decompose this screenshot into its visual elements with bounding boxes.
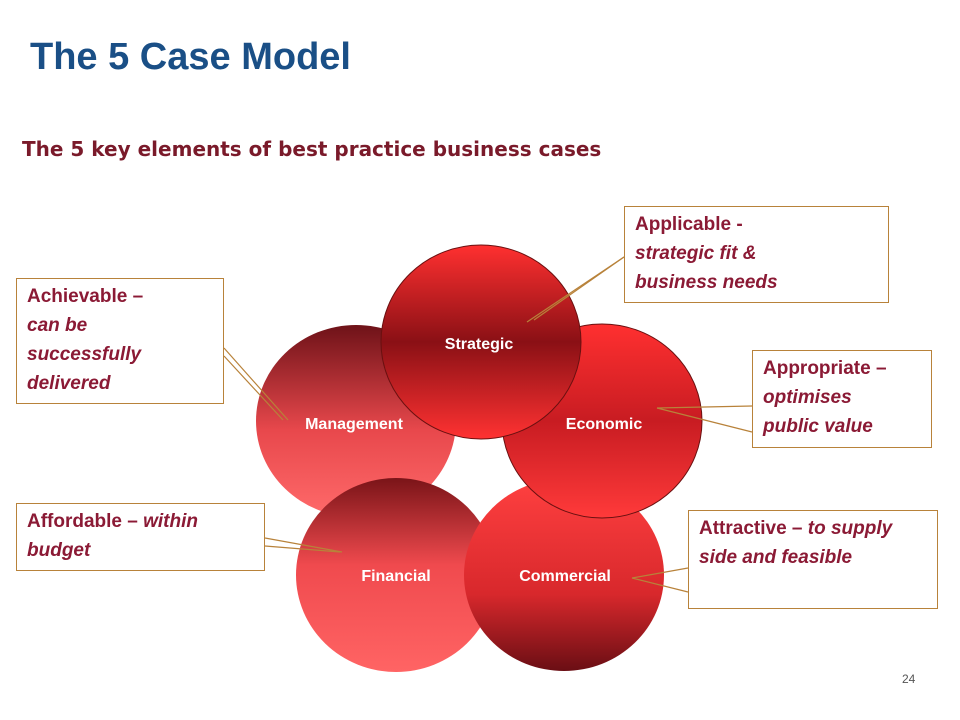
attractive-callout: Attractive – to supply side and feasible [688, 510, 938, 609]
page-number: 24 [902, 672, 916, 686]
attractive-connector-2 [631, 577, 689, 593]
appropriate-head: Appropriate – [763, 358, 887, 379]
applicable-callout: Applicable - strategic fit & business ne… [624, 206, 889, 303]
affordable-connector [264, 537, 343, 553]
strategic-circle [380, 244, 582, 440]
affordable-connector-2 [264, 545, 341, 553]
achievable-connector-2 [223, 355, 284, 421]
applicable-desc: strategic fit & business needs [635, 243, 778, 293]
achievable-connector [223, 347, 289, 421]
slide-subtitle: The 5 key elements of best practice busi… [22, 137, 602, 161]
financial-label: Financial [361, 568, 430, 585]
attractive-desc: to supply side and feasible [699, 518, 893, 568]
attractive-connector [631, 567, 689, 579]
strategic-label: Strategic [445, 336, 514, 353]
applicable-head: Applicable - [635, 214, 743, 235]
economic-label: Economic [566, 416, 643, 433]
financial-circle [296, 478, 496, 672]
achievable-head: Achievable – [27, 286, 144, 307]
affordable-callout: Affordable – within budget [16, 503, 265, 571]
appropriate-callout: Appropriate – optimises public value [752, 350, 932, 448]
management-label: Management [305, 416, 403, 433]
appropriate-connector-2 [656, 407, 753, 433]
slide-title: The 5 Case Model [30, 36, 351, 78]
appropriate-desc: optimises public value [763, 387, 873, 437]
affordable-desc: within budget [27, 511, 199, 561]
commercial-label: Commercial [519, 568, 611, 585]
achievable-desc: can be successfully delivered [27, 315, 142, 394]
appropriate-connector [656, 405, 753, 409]
applicable-connector-2 [533, 256, 625, 321]
commercial-circle [464, 479, 664, 671]
affordable-head: Affordable – [27, 511, 144, 532]
achievable-callout: Achievable – can be successfully deliver… [16, 278, 224, 404]
attractive-head: Attractive – [699, 518, 808, 539]
